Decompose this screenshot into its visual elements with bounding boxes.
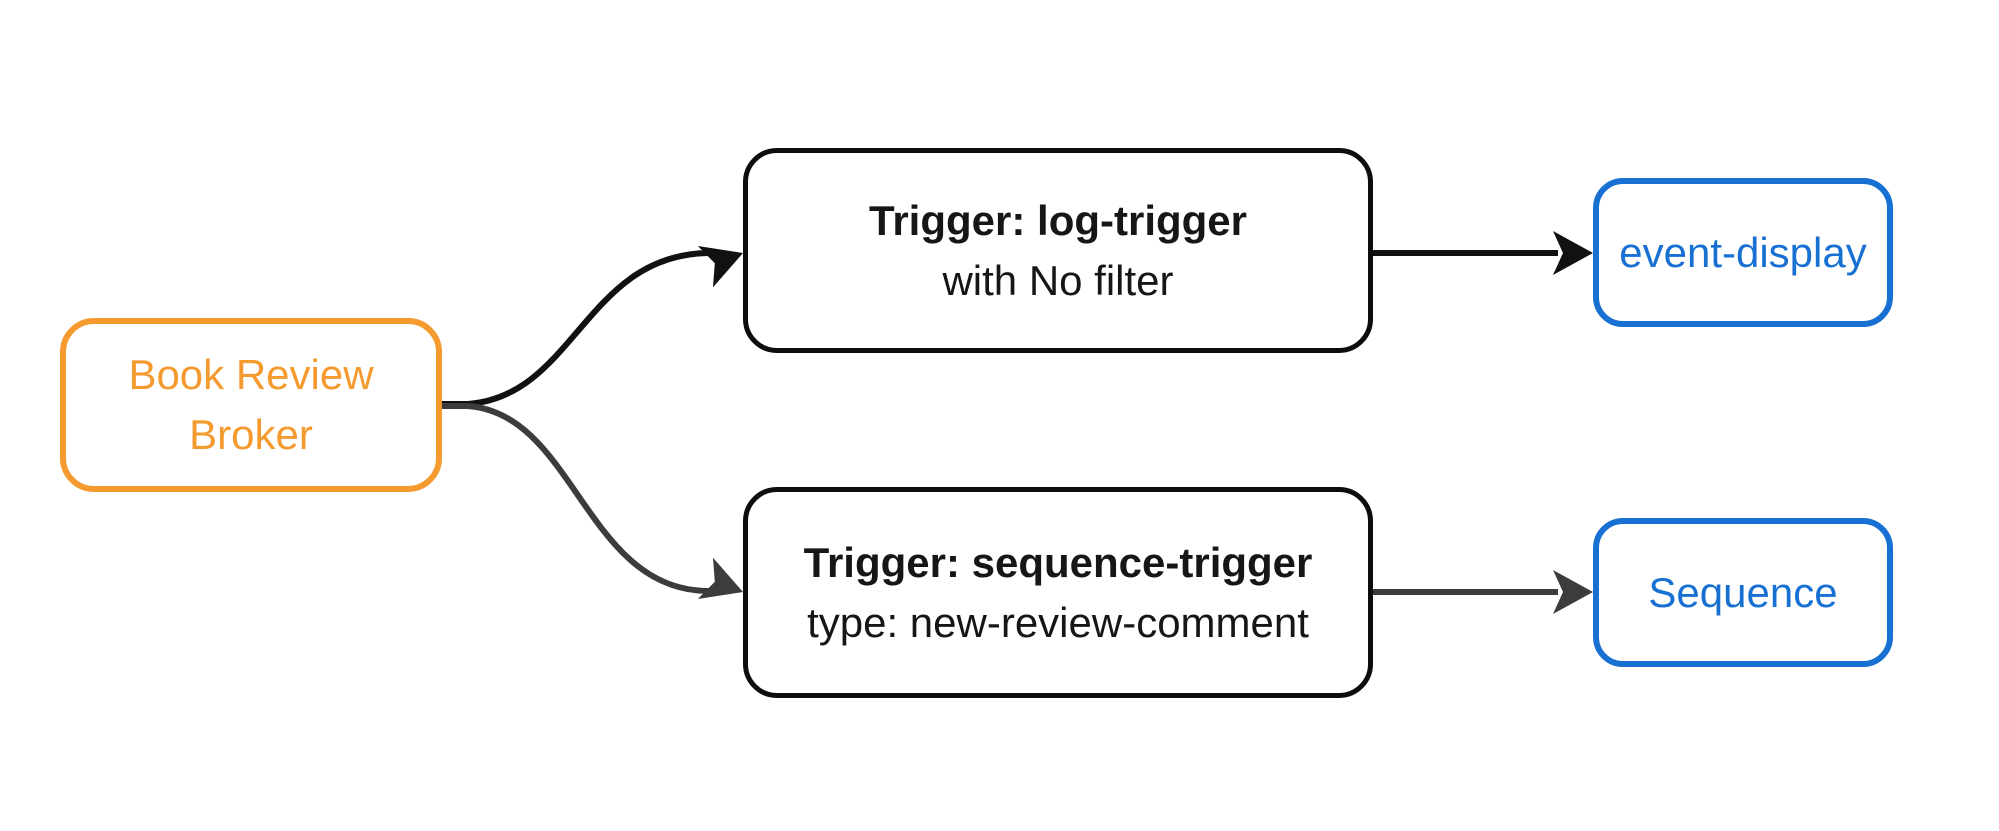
trigger-sequence-title: Trigger: sequence-trigger: [803, 538, 1313, 586]
trigger-log-subtitle: with No filter: [942, 256, 1174, 304]
sequence-label: Sequence: [1648, 568, 1838, 616]
edge-log-trigger-to-event-display-arrowhead-icon: [1553, 231, 1593, 275]
node-book-review-broker: Book Review Broker: [60, 318, 442, 492]
edge-sequence-trigger-to-sequence-arrowhead-icon: [1553, 570, 1593, 614]
broker-label-line2: Broker: [189, 411, 313, 458]
broker-label-line1: Book Review: [128, 351, 374, 398]
trigger-log-title: Trigger: log-trigger: [869, 196, 1247, 244]
node-trigger-sequence: Trigger: sequence-trigger type: new-revi…: [743, 487, 1373, 698]
node-event-display: event-display: [1593, 178, 1893, 327]
edge-broker-to-sequence-trigger: [439, 403, 711, 594]
node-sequence: Sequence: [1593, 518, 1893, 667]
node-trigger-log: Trigger: log-trigger with No filter: [743, 148, 1373, 353]
event-display-label: event-display: [1619, 228, 1867, 276]
edge-broker-to-log-trigger: [439, 250, 711, 407]
trigger-sequence-subtitle: type: new-review-comment: [807, 598, 1309, 646]
edge-broker-to-log-trigger-arrowhead-icon: [697, 246, 743, 288]
edge-broker-to-sequence-trigger-arrowhead-icon: [697, 557, 743, 599]
